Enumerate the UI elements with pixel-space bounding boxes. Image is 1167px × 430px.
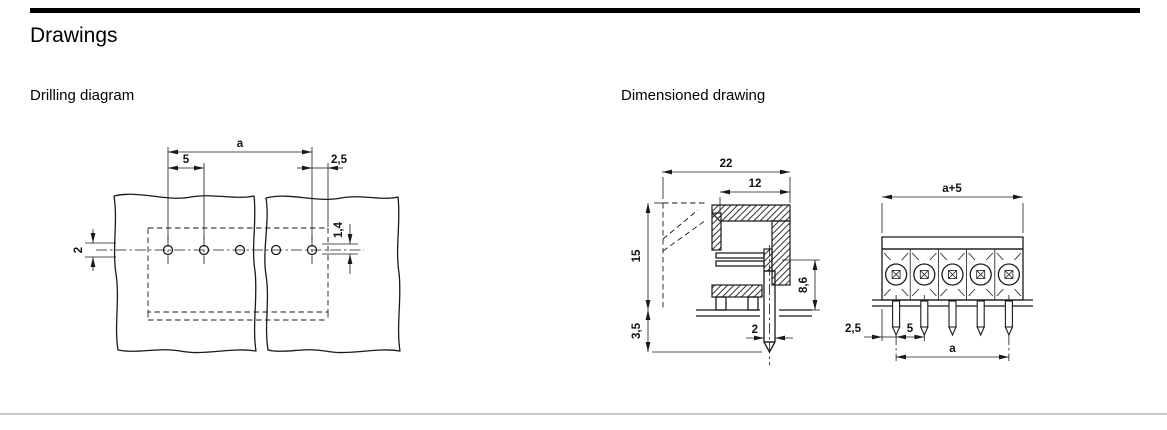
front-view-dimensions: a+5 2,5 5 a xyxy=(845,183,1024,360)
dimensioned-drawing-figure: 22 12 15 3,5 8,6 2 xyxy=(631,158,1033,365)
connector-footprint-outline xyxy=(147,227,329,321)
dim-label-end-offset: 2,5 xyxy=(845,323,862,335)
dim-label-row-offset: 2 xyxy=(73,247,85,253)
dim-label-pin-below: 3,5 xyxy=(631,322,643,339)
dim-label-pitch: 5 xyxy=(183,154,190,166)
side-view: 22 12 15 3,5 8,6 2 xyxy=(631,158,820,365)
dim-label-front-depth: 12 xyxy=(749,178,762,190)
dim-label-front-pitch: 5 xyxy=(907,323,914,335)
dim-label-total-width: 22 xyxy=(720,158,733,170)
dim-label-contact-height: 8,6 xyxy=(798,277,810,293)
dim-label-front-total: a+5 xyxy=(942,183,962,195)
dim-label-a: a xyxy=(237,138,244,150)
dim-label-hole-dia: 1,4 xyxy=(333,221,345,238)
side-view-dimensions: 22 12 15 3,5 8,6 2 xyxy=(631,158,820,353)
pcb-side xyxy=(696,309,812,317)
dim-label-edge-offset: 2,5 xyxy=(331,154,348,166)
dim-label-pin-width: 2 xyxy=(752,324,758,336)
pcb-panels xyxy=(113,193,401,354)
dim-label-height: 15 xyxy=(631,249,643,262)
page-title: Drawings xyxy=(30,24,118,47)
drill-holes xyxy=(96,236,364,264)
dimensioned-drawing-caption: Dimensioned drawing xyxy=(621,87,766,104)
dim-label-pin-span: a xyxy=(949,343,956,355)
top-rule xyxy=(30,8,1140,13)
drilling-dimensions: a 5 2,5 2 1,4 xyxy=(73,138,358,274)
front-pins xyxy=(892,295,1013,361)
drilling-diagram-caption: Drilling diagram xyxy=(30,87,135,104)
bottom-rule xyxy=(0,413,1167,415)
drilling-diagram-figure: a 5 2,5 2 1,4 xyxy=(73,138,401,354)
front-view: a+5 2,5 5 a xyxy=(845,183,1033,361)
